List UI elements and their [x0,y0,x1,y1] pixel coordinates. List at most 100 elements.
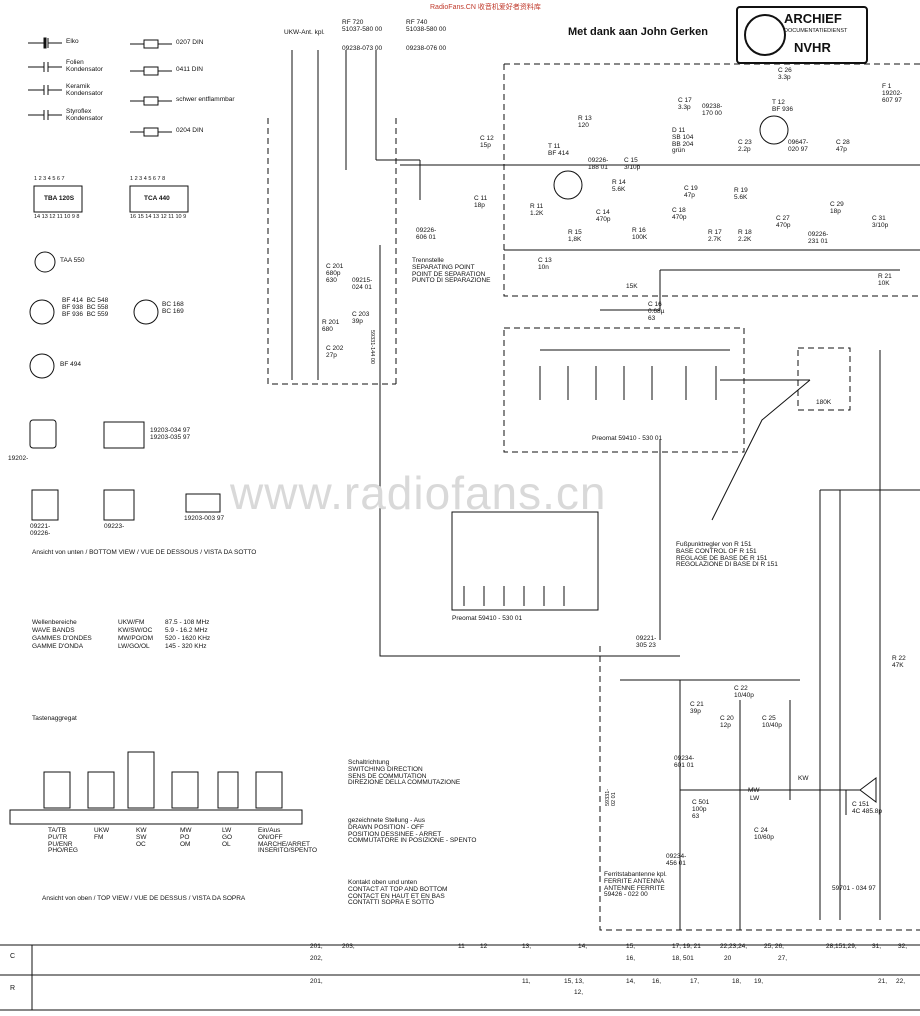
t11: T 11 BF 414 [548,143,569,157]
bands-v3: 520 - 1620 KHz [165,635,211,642]
c19: C 19 47p [684,185,698,199]
part-09226-606: 09226- 606 01 [416,227,437,241]
c201: C 201 680p 630 [326,263,344,284]
stamp-logo-icon [744,14,786,56]
separating-point: Trennstelle SEPARATING POINT POINT DE SE… [412,257,491,285]
switch-lw: LW [750,795,760,802]
note-drawn-position: gezeichnete Stellung - Aus DRAWN POSITIO… [348,817,477,845]
bands-h3: GAMMES D'ONDES [32,635,92,642]
bottom-view-note: Ansicht von unten / BOTTOM VIEW / VUE DE… [32,549,257,556]
r-cell: 17, [690,978,700,985]
r11: R 11 1.2K [530,203,544,217]
bottom-table [0,944,920,1011]
part-59331-02: 59331- 02 01 [605,788,617,806]
key-lw: LW GO OL [222,827,233,848]
c16: C 16 0.68µ 63 [648,301,665,322]
bands-h4: GAMME D'ONDA [32,643,84,650]
d11: D 11 SB 104 BB 204 grün [672,127,694,155]
part-59331-144: 59331-144 00 [369,330,375,364]
legend-elko: Elko [66,38,79,45]
key-ta: TA/TB PU/TR PU/ENR PHO/REG [48,827,78,855]
c28: C 28 47p [836,139,850,153]
note-contact: Kontakt oben und unten CONTACT AT TOP AN… [348,879,448,907]
key-ukw: UKW FM [94,827,110,841]
watermark: www.radiofans.cn [230,467,607,519]
c22: C 22 10/40p [734,685,754,699]
t12: T 12 BF 936 [772,99,793,113]
legend-styroflex: Styroflex Kondensator [66,108,103,122]
c-cell: 14, [578,943,588,950]
r22: R 22 47K [892,655,906,669]
r14: R 14 5.6K [612,179,626,193]
ic-pins-bottom-2: 16 15 14 13 12 11 10 9 [130,214,187,220]
top-view-note: Ansicht von oben / TOP VIEW / VUE DE DES… [42,895,246,902]
c27: C 27 470p [776,215,791,229]
r-180k: 180K [816,399,832,406]
c17: C 17 3.3p [678,97,692,111]
keys-title: Tastenaggregat [32,715,77,722]
ic-taa: TAA 550 [60,257,85,264]
r-cell: 11, [522,978,531,985]
part-09221-305: 09221- 305 23 [636,635,657,649]
part-09238-073: 09238-073 00 [342,45,383,52]
part-09215-024: 09215- 024 01 [352,277,373,291]
legend-symbols [28,37,172,137]
ukw-antenna: UKW-Ant. kpl. [284,29,325,36]
c-cell: 15, [626,943,636,950]
transistors [553,115,789,200]
c-cell: 203, [342,943,355,950]
part-09226-188: 09226- 188 01 [588,157,609,171]
c25: C 25 10/40p [762,715,782,729]
part-09234-456: 09234- 456 01 [666,853,687,867]
c-cell: 32, [898,943,908,950]
ic-tca: TCA 440 [144,195,170,202]
r17: R 17 2.7K [708,229,722,243]
r-cell: 18, [732,978,742,985]
c-cell: 31, [872,943,882,950]
c29: C 29 18p [830,201,844,215]
stamp-line-2: DOCUMENTATIEDIENST [784,28,848,34]
coil-part-2: 19202- [8,455,29,462]
ic-pins-bottom: 14 13 12 11 10 9 8 [34,214,80,220]
r-cell: 14, [626,978,636,985]
rf-module-outline [267,63,920,931]
c13: C 13 10n [538,257,552,271]
transistor-bc-list: BC 168 BC 169 [162,301,184,315]
key-kw: KW SW OC [136,827,147,848]
legend-folien: Folien Kondensator [66,59,103,73]
ic-pins-top: 1 2 3 4 5 6 7 [34,176,65,182]
r201: R 201 680 [322,319,340,333]
wires [291,50,920,930]
c20: C 20 12p [720,715,734,729]
r-15k: 15K [626,283,638,290]
ic-pins-top-2: 1 2 3 4 5 6 7 8 [130,176,166,182]
transistor-bf-list: BF 414 BC 548 BF 938 BC 558 BF 936 BC 55… [62,297,109,318]
c31: C 31 3/10p [872,215,889,229]
r-cell: 12, [574,989,584,996]
c202: C 202 27p [326,345,344,359]
c-cell: 16, [626,955,636,962]
c-cell: 22,23,24, [720,943,748,950]
r18: R 18 2.2K [738,229,752,243]
r16: R 16 100K [632,227,648,241]
thanks-note: Met dank aan John Gerken [568,26,708,38]
ic-tba: TBA 120S [44,195,75,202]
archief-stamp: ARCHIEF DOCUMENTATIEDIENST NVHR [736,6,868,64]
c-cell: 27, [778,955,788,962]
ferrite-antenna: Ferritstabantenne kpl. FERRITE ANTENNA A… [604,871,667,899]
c26: C 26 3.3p [778,67,792,81]
base-control-note: Fußpunktregler von R 151 BASE CONTROL OF… [676,541,778,569]
c-cell: 201, [310,943,323,950]
c21: C 21 39p [690,701,704,715]
r21: R 21 10K [878,273,892,287]
stamp-line-3: NVHR [794,40,831,55]
preomat-detail [451,511,599,611]
bands-c3: MW/PO/OM [118,635,154,642]
c-cell: 12 [480,943,488,950]
switch-mw: MW [748,787,760,794]
r19: R 19 5.6K [734,187,748,201]
r-cell: 16, [652,978,662,985]
c18: C 18 470p [672,207,687,221]
c151: C 151 4C 485.8p [852,801,882,815]
